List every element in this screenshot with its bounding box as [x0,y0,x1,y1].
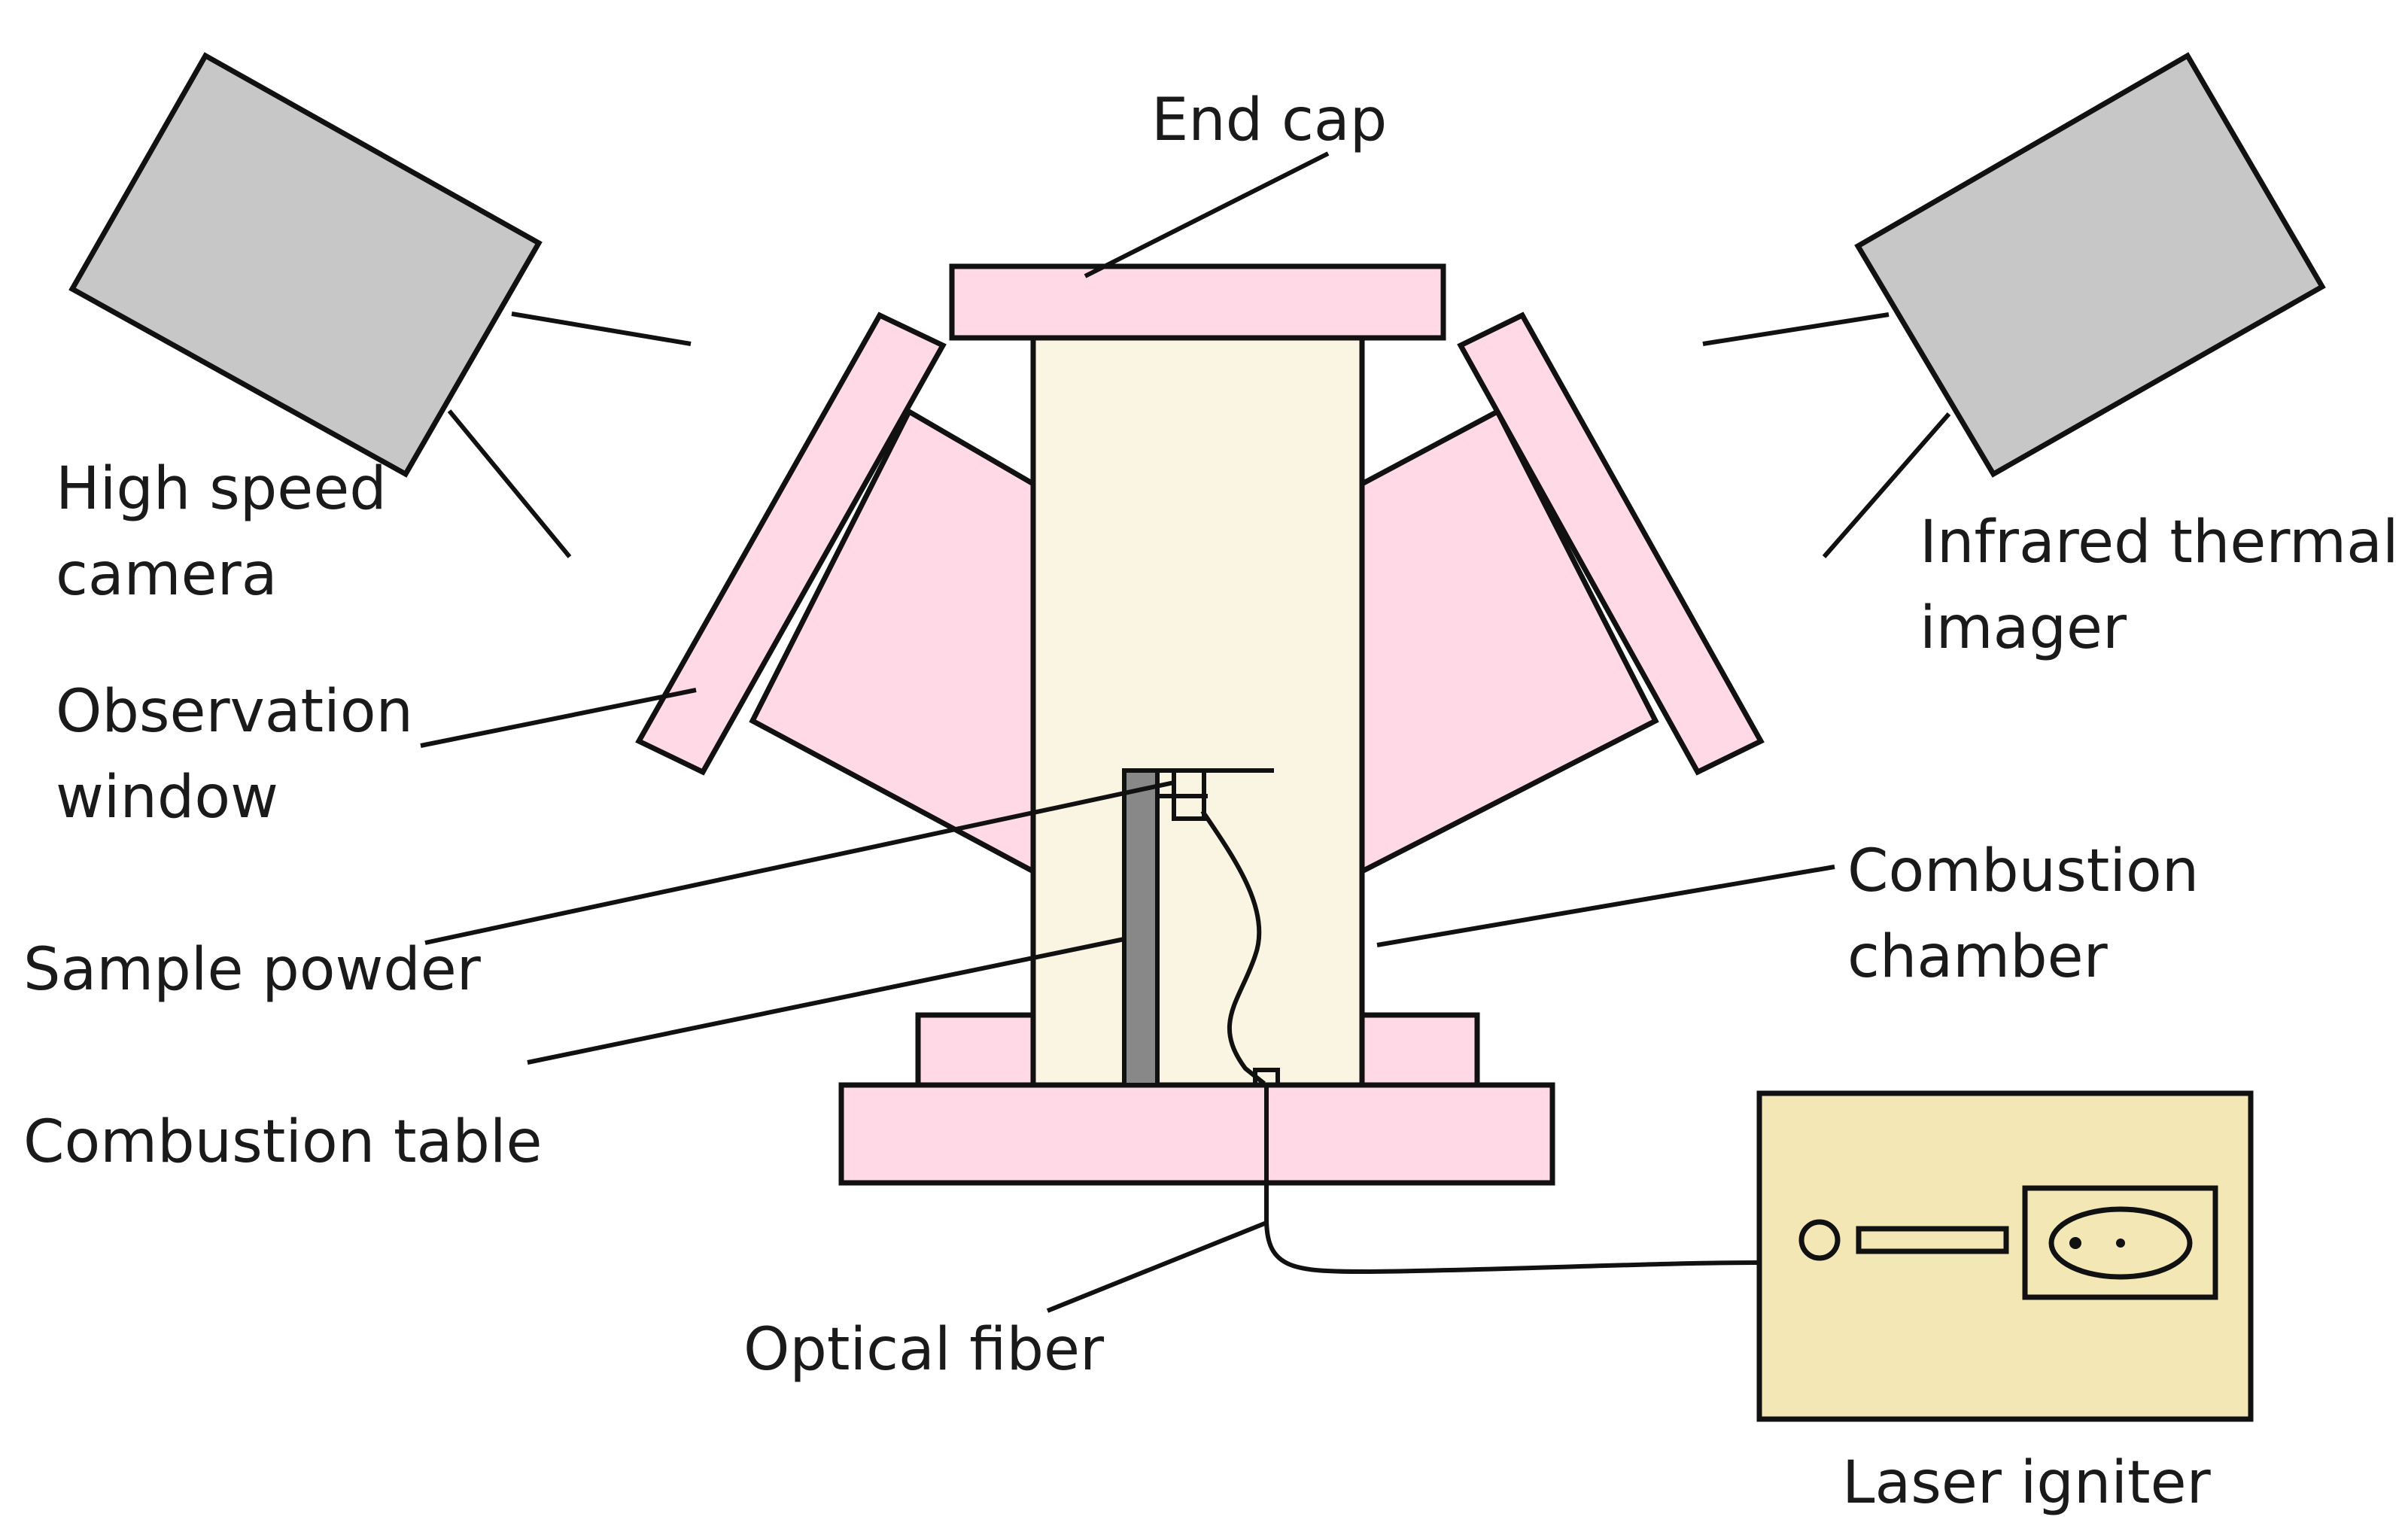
infrared-imager-body [1854,52,2326,478]
leader-observation-window [420,688,697,748]
igniter-lens [2048,1206,2193,1280]
label-combustion-chamber-1: Combustion [1847,837,2199,905]
infrared-imager-lens-line-lower [1822,412,1951,558]
right-base-step [1359,1012,1480,1088]
label-end-cap: End cap [1151,87,1387,154]
label-laser-igniter: Laser igniter [1842,1449,2212,1517]
label-high-speed-camera-1: High speed [56,455,387,523]
leader-optical-fiber [1046,1220,1268,1313]
label-combustion-table: Combustion table [23,1108,543,1176]
high-speed-camera [68,52,692,558]
label-optical-fiber: Optical fiber [743,1316,1105,1384]
optical-fiber-inner [1200,810,1266,1086]
optical-fiber-outer [1264,1085,1760,1275]
base-plate [838,1082,1555,1186]
igniter-port-circle [1798,1219,1841,1261]
igniter-slot [1856,1226,2009,1254]
sample-powder [1172,768,1206,821]
combustion-table [1122,768,1160,1087]
laser-igniter [1756,1090,2254,1422]
label-observation-2: window [56,764,278,831]
high-speed-camera-lens-line-lower [447,409,572,558]
infrared-imager-lens-line-upper [1702,312,1890,346]
label-observation-1: Observation [56,678,413,746]
infrared-thermal-imager [1702,52,2326,558]
label-high-speed-camera-2: camera [56,541,278,609]
high-speed-camera-body [68,52,543,478]
igniter-dot-left [2069,1237,2081,1249]
left-observation-window [635,312,947,776]
laser-igniter-body [1756,1090,2254,1422]
leader-end-cap [1084,151,1330,278]
right-observation-window [1457,312,1765,776]
high-speed-camera-lens-line-upper [511,312,692,346]
igniter-dot-center [2116,1239,2125,1248]
label-combustion-chamber-2: chamber [1847,923,2109,991]
leader-combustion-table [527,937,1125,1065]
label-sample-powder: Sample powder [23,936,482,1004]
igniter-panel [2022,1185,2218,1300]
leader-combustion-chamber [1376,865,1835,947]
end-cap [949,263,1446,341]
label-infrared-2: imager [1920,594,2127,662]
combustion-chamber [1030,335,1365,1088]
leader-sample-powder [424,780,1175,945]
label-infrared-1: Infrared thermal [1920,509,2399,576]
left-base-step [915,1012,1036,1088]
